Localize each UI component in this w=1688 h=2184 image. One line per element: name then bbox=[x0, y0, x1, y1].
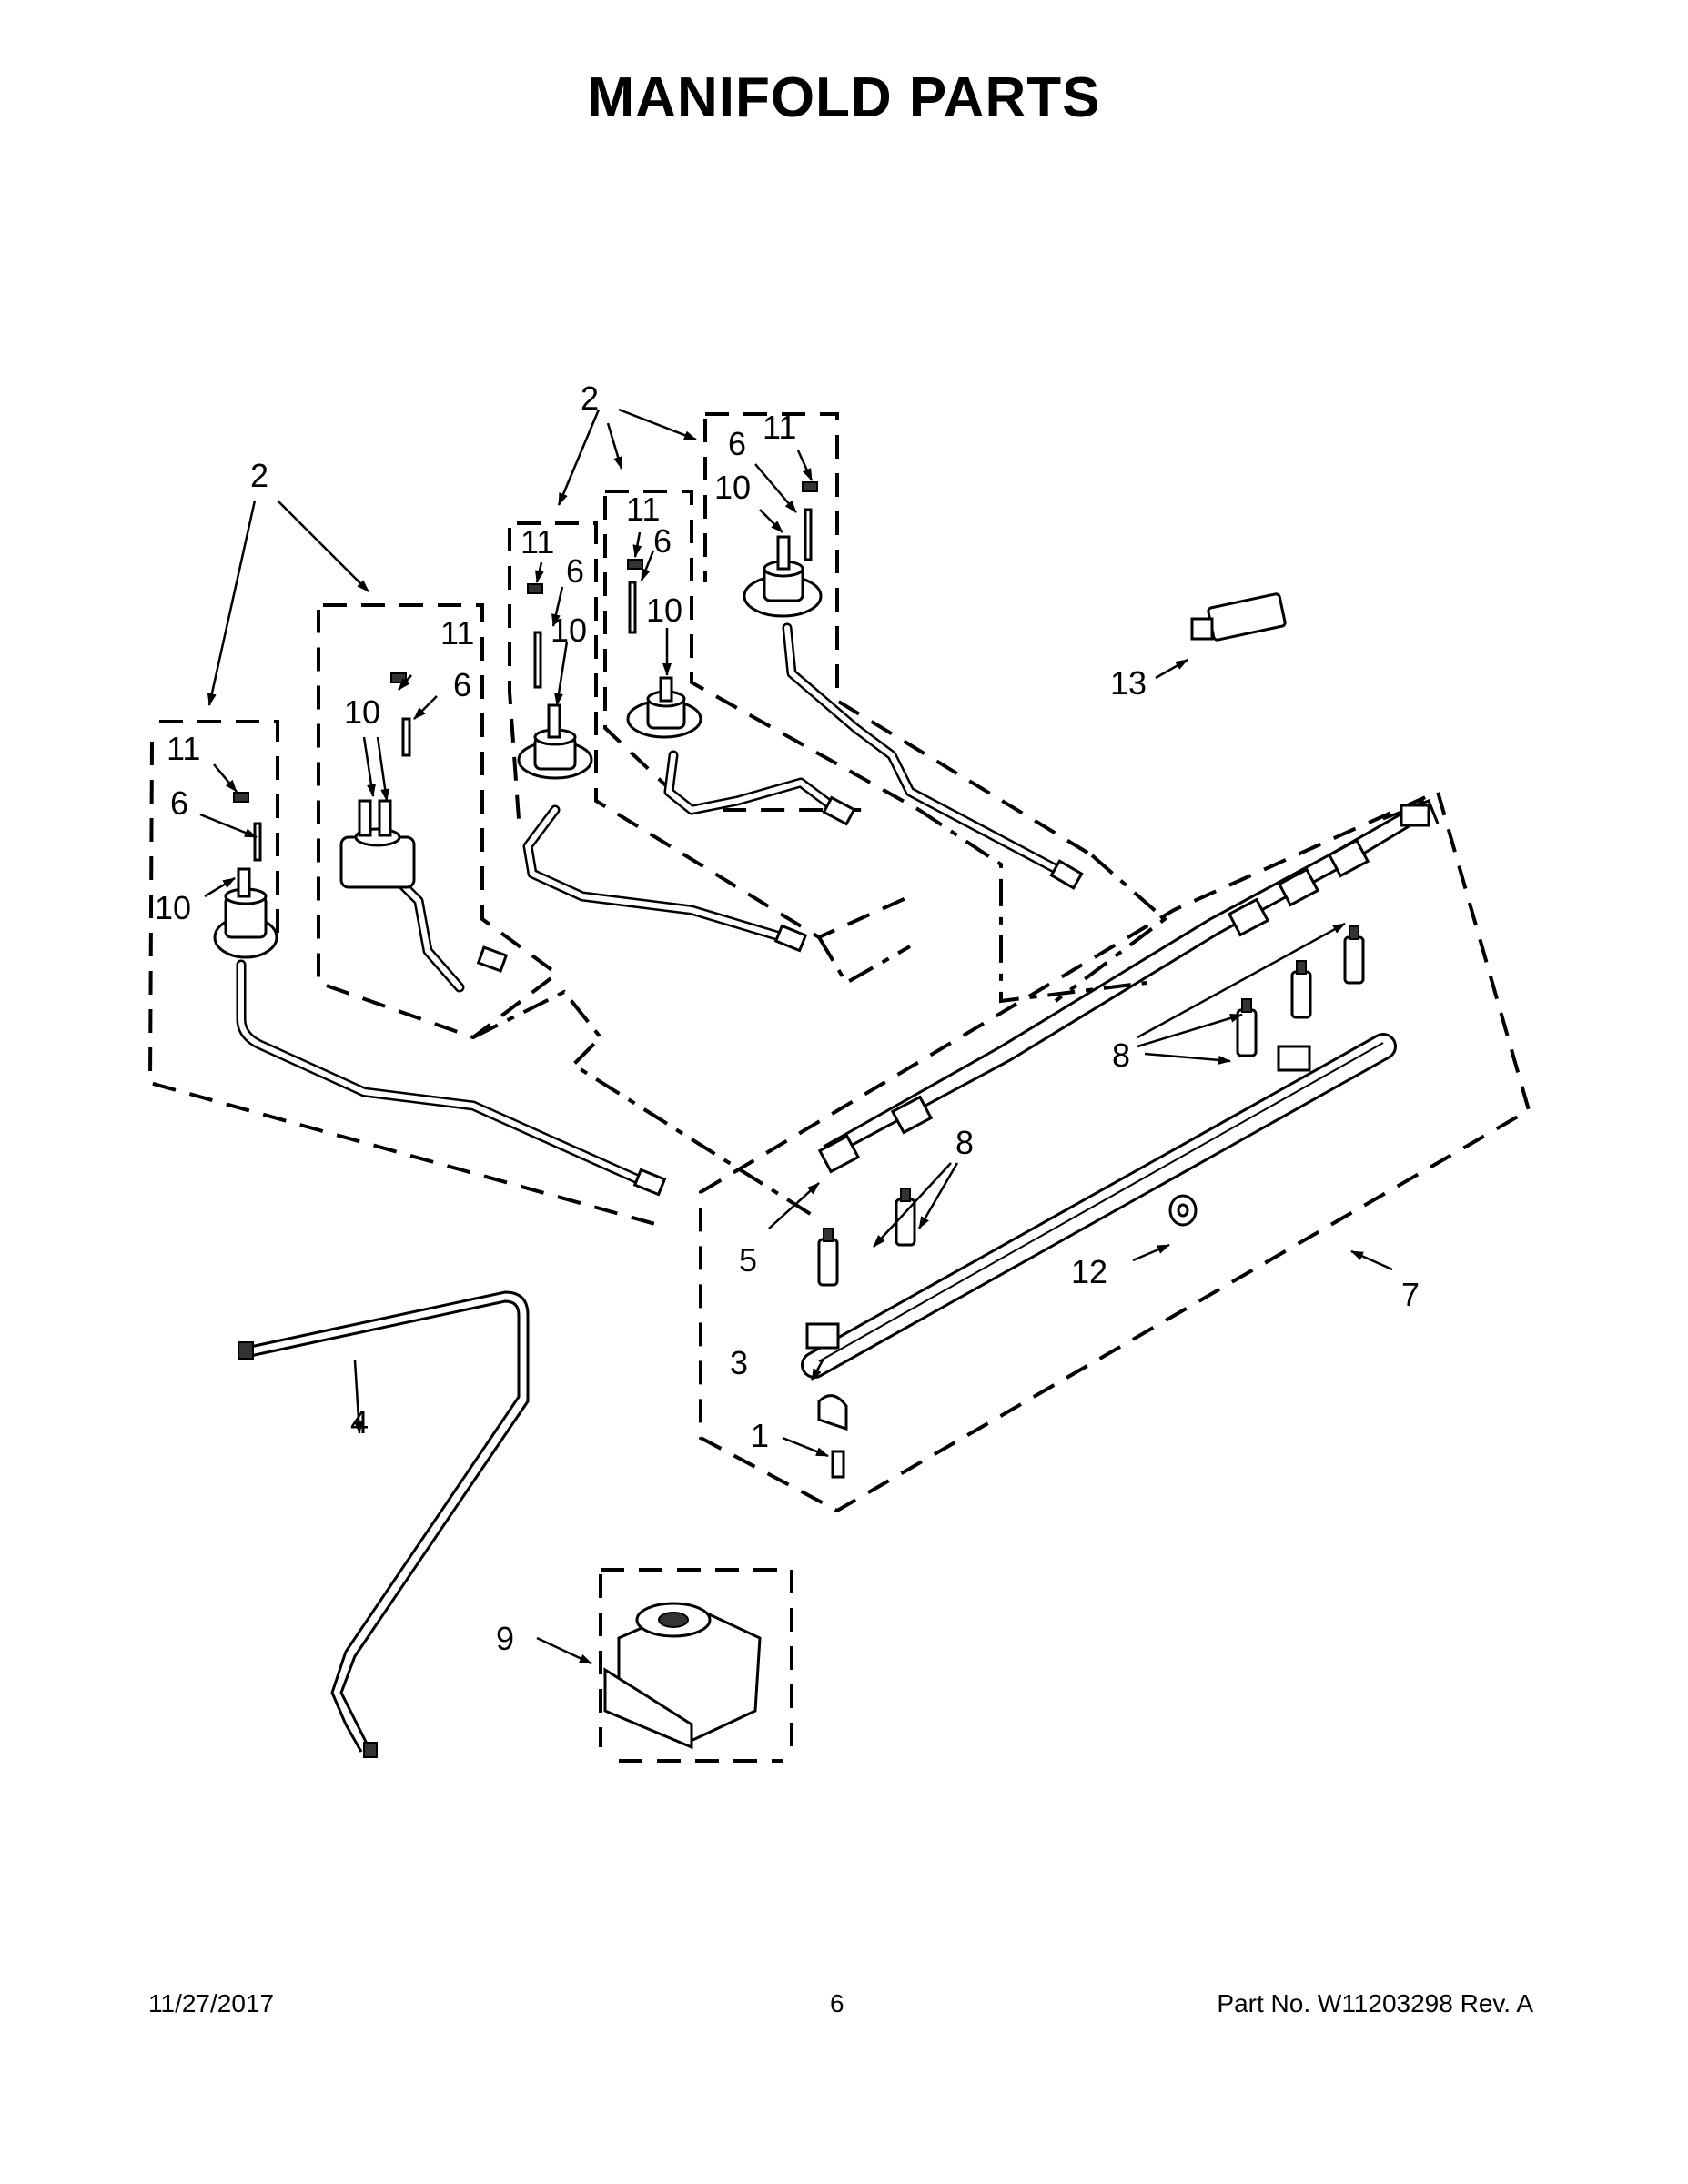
valve-group-outline-2 bbox=[317, 603, 561, 1040]
page-title: MANIFOLD PARTS bbox=[587, 66, 1101, 129]
callout-10: 10 bbox=[646, 592, 682, 629]
callout-6: 6 bbox=[653, 522, 672, 560]
regulator-outline bbox=[599, 1568, 793, 1763]
callout-11: 11 bbox=[440, 614, 474, 652]
valve-group-outline-1 bbox=[147, 720, 656, 1226]
callout-10: 10 bbox=[344, 693, 380, 731]
valve-group-outline-5 bbox=[703, 412, 1094, 857]
manifold-outline bbox=[699, 789, 1531, 1513]
valve-group-outline-3 bbox=[508, 521, 911, 940]
callout-10: 10 bbox=[551, 612, 587, 649]
callout-6: 6 bbox=[453, 666, 471, 703]
callout-8: 8 bbox=[1112, 1036, 1130, 1074]
callout-4: 4 bbox=[350, 1403, 369, 1441]
callout-5: 5 bbox=[739, 1241, 757, 1279]
dashdot-connectors bbox=[472, 808, 1168, 1221]
callout-11: 11 bbox=[626, 490, 660, 528]
callout-1: 1 bbox=[751, 1417, 769, 1454]
burner-valve-1 bbox=[213, 792, 278, 959]
burner-valve-5 bbox=[743, 481, 823, 618]
callout-2: 2 bbox=[581, 379, 599, 417]
callout-12: 12 bbox=[1071, 1253, 1107, 1290]
footer-page-number: 6 bbox=[830, 1989, 844, 2017]
footer-part-number: Part No. W11203298 Rev. A bbox=[1217, 1989, 1533, 2017]
callout-2: 2 bbox=[250, 457, 268, 494]
valve-group-outline-4 bbox=[603, 490, 920, 812]
callout-labels: 1 2 2 3 4 5 6 6 6 6 6 7 8 8 9 10 10 10 1… bbox=[155, 379, 1420, 1657]
callout-8: 8 bbox=[955, 1124, 974, 1161]
manifold-pipe bbox=[801, 1033, 1397, 1379]
burner-valve-4 bbox=[626, 559, 702, 739]
callout-6: 6 bbox=[728, 425, 746, 462]
callout-11: 11 bbox=[521, 523, 554, 561]
callout-10: 10 bbox=[714, 469, 751, 506]
spark-module bbox=[1190, 592, 1287, 642]
callout-11: 11 bbox=[763, 409, 796, 446]
callout-13: 13 bbox=[1110, 664, 1147, 702]
callout-6: 6 bbox=[170, 784, 188, 822]
burner-valve-3 bbox=[517, 583, 593, 780]
ignition-wire-harness bbox=[817, 799, 1440, 1174]
flexible-gas-line bbox=[238, 1290, 530, 1758]
pressure-regulator bbox=[603, 1602, 762, 1750]
callout-3: 3 bbox=[730, 1344, 748, 1381]
footer-date: 11/27/2017 bbox=[148, 1989, 275, 2017]
callout-11: 11 bbox=[167, 730, 200, 767]
callout-10: 10 bbox=[155, 889, 191, 926]
callout-9: 9 bbox=[496, 1620, 514, 1657]
manifold-brackets bbox=[805, 1045, 1311, 1479]
callout-6: 6 bbox=[566, 552, 584, 590]
callout-arrows bbox=[199, 408, 1393, 1665]
tube-fittings bbox=[476, 795, 1084, 1197]
callout-7: 7 bbox=[1401, 1276, 1420, 1313]
burner-valve-2 bbox=[339, 672, 416, 889]
